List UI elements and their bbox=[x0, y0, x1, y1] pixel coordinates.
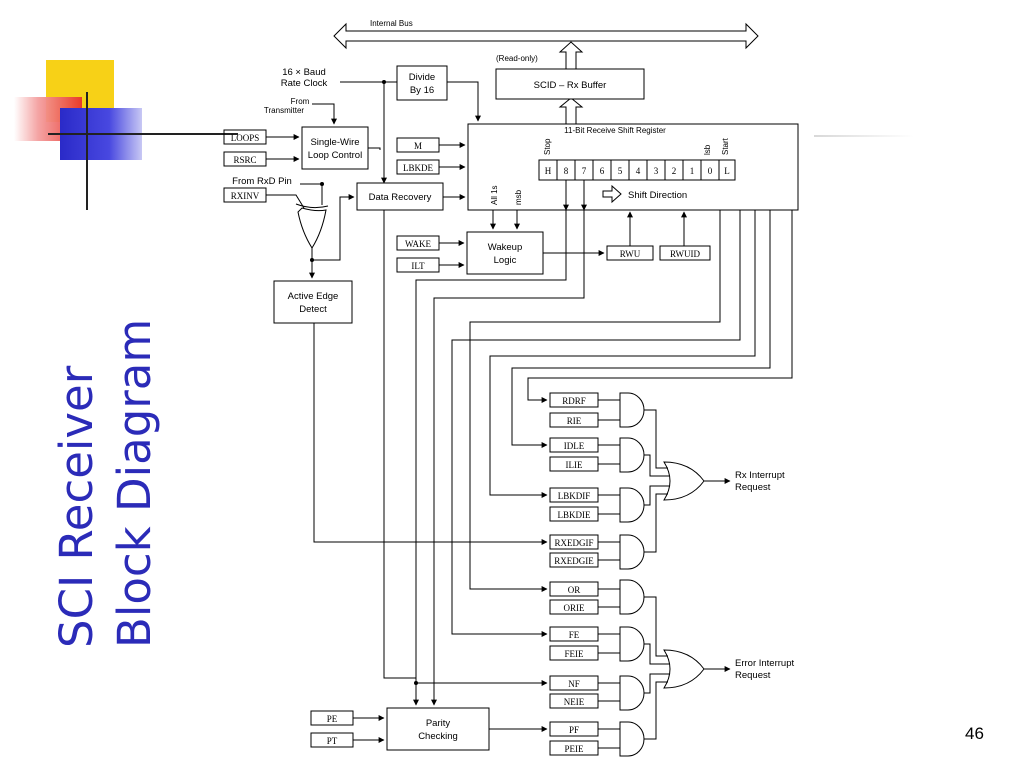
internal-bus-label: Internal Bus bbox=[370, 19, 413, 28]
flag-orie: ORIE bbox=[564, 603, 585, 613]
shift-cell: H bbox=[545, 166, 552, 176]
lsb-label: lsb bbox=[703, 144, 712, 155]
rx-interrupt-line-2: Request bbox=[735, 482, 771, 493]
rx-flag-labels: RDRF RIE IDLE ILIE LBKDIF LBKDIE RXEDGIF… bbox=[554, 396, 594, 566]
rwuid-register bbox=[659, 245, 711, 261]
parity-checking-box bbox=[386, 707, 490, 751]
rwu-label: RWU bbox=[620, 249, 641, 259]
title-line-1: SCI Receiver bbox=[52, 365, 103, 648]
active-edge-line-1: Active Edge bbox=[288, 291, 339, 302]
shift-direction-arrow bbox=[602, 184, 622, 204]
flag-rxedgif: RXEDGIF bbox=[554, 538, 593, 548]
ilt-label: ILT bbox=[411, 261, 425, 271]
flag-pf: PF bbox=[569, 725, 579, 735]
rsrc-label: RSRC bbox=[233, 155, 256, 165]
parity-line-1: Parity bbox=[426, 718, 451, 729]
single-wire-loop-control-box bbox=[301, 126, 369, 170]
pe-label: PE bbox=[327, 714, 338, 724]
shift-register-title: 11-Bit Receive Shift Register bbox=[564, 126, 666, 135]
shift-to-buffer-arrow bbox=[558, 97, 584, 125]
error-interrupt-line-1: Error Interrupt bbox=[735, 658, 794, 669]
page-number: 46 bbox=[965, 724, 984, 743]
flag-rdrf: RDRF bbox=[562, 396, 586, 406]
shift-cell: 2 bbox=[672, 166, 677, 176]
flag-nf: NF bbox=[568, 679, 580, 689]
lbkde-label: LBKDE bbox=[403, 163, 433, 173]
divide-line-2: By 16 bbox=[410, 85, 434, 96]
junction-dots bbox=[310, 80, 418, 685]
single-wire-line-2: Loop Control bbox=[308, 150, 362, 161]
flag-ilie: ILIE bbox=[566, 460, 583, 470]
shift-register-box bbox=[467, 123, 799, 211]
wakeup-line-1: Wakeup bbox=[488, 242, 523, 253]
baud-clock-line-2: Rate Clock bbox=[281, 78, 328, 89]
rx-buffer-label: SCID – Rx Buffer bbox=[534, 80, 607, 91]
from-transmitter-line-1: From bbox=[291, 97, 310, 106]
flag-or: OR bbox=[568, 585, 581, 595]
error-interrupt-line-2: Request bbox=[735, 670, 771, 681]
shift-cell: 0 bbox=[708, 166, 713, 176]
baud-clock-line-1: 16 × Baud bbox=[282, 67, 326, 78]
all-1s-label: All 1s bbox=[490, 185, 499, 205]
rwuid-label: RWUID bbox=[670, 249, 700, 259]
rx-buffer-bus-arrow bbox=[558, 41, 584, 70]
active-edge-detect-box bbox=[273, 280, 353, 324]
internal-bus-arrow bbox=[333, 22, 759, 50]
start-label: Start bbox=[721, 137, 730, 155]
rxinv-label: RXINV bbox=[231, 191, 260, 201]
rx-buffer-box bbox=[495, 68, 645, 100]
ornament-fade-line bbox=[814, 135, 914, 137]
wakeup-logic-box bbox=[466, 231, 544, 275]
from-rxd-label: From RxD Pin bbox=[232, 176, 292, 187]
error-flag-labels: OR ORIE FE FEIE NF NEIE PF PEIE bbox=[564, 585, 585, 754]
shift-register-cells: H 8 7 6 5 4 3 2 1 0 L bbox=[545, 166, 730, 176]
slide-title: SCI Receiver Block Diagram bbox=[52, 319, 161, 648]
pt-label: PT bbox=[327, 736, 338, 746]
data-recovery-box bbox=[356, 182, 444, 211]
divide-line-1: Divide bbox=[409, 72, 435, 83]
shift-cell: 6 bbox=[600, 166, 605, 176]
data-recovery-label: Data Recovery bbox=[369, 192, 432, 203]
flag-neie: NEIE bbox=[564, 697, 585, 707]
shift-cell: 5 bbox=[618, 166, 623, 176]
stop-label: Stop bbox=[543, 138, 552, 155]
wakeup-line-2: Logic bbox=[494, 255, 517, 266]
ornament-horizontal-line bbox=[48, 133, 238, 135]
flag-peie: PEIE bbox=[565, 744, 585, 754]
active-edge-line-2: Detect bbox=[299, 304, 327, 315]
error-or-gate bbox=[663, 649, 705, 689]
shift-direction-label: Shift Direction bbox=[628, 190, 687, 201]
and-gates bbox=[619, 392, 645, 757]
single-wire-line-1: Single-Wire bbox=[310, 137, 359, 148]
wake-label: WAKE bbox=[405, 239, 431, 249]
shift-cell: 1 bbox=[690, 166, 695, 176]
flag-rxedgie: RXEDGIE bbox=[554, 556, 594, 566]
loops-label: LOOPS bbox=[231, 133, 260, 143]
from-transmitter-line-2: Transmitter bbox=[264, 106, 304, 115]
flag-feie: FEIE bbox=[565, 649, 585, 659]
flag-lbkdie: LBKDIE bbox=[558, 510, 591, 520]
xor-gate bbox=[297, 207, 327, 249]
title-line-2: Block Diagram bbox=[108, 319, 161, 648]
flag-lbkdif: LBKDIF bbox=[558, 491, 591, 501]
shift-cell: 8 bbox=[564, 166, 569, 176]
rx-or-gate bbox=[663, 461, 705, 501]
rx-interrupt-line-1: Rx Interrupt bbox=[735, 470, 785, 481]
shift-cell: 7 bbox=[582, 166, 587, 176]
flag-rie: RIE bbox=[567, 416, 582, 426]
ornament-vertical-line bbox=[86, 92, 88, 210]
wires bbox=[266, 81, 793, 749]
shift-cell: 3 bbox=[654, 166, 659, 176]
read-only-label: (Read-only) bbox=[496, 54, 538, 63]
msb-label: msb bbox=[514, 189, 523, 205]
divide-by-16-box bbox=[396, 65, 448, 101]
flag-fe: FE bbox=[569, 630, 580, 640]
shift-cell: 4 bbox=[636, 166, 641, 176]
flag-idle: IDLE bbox=[564, 441, 585, 451]
parity-line-2: Checking bbox=[418, 731, 458, 742]
shift-cell: L bbox=[724, 166, 730, 176]
m-label: M bbox=[414, 141, 422, 151]
